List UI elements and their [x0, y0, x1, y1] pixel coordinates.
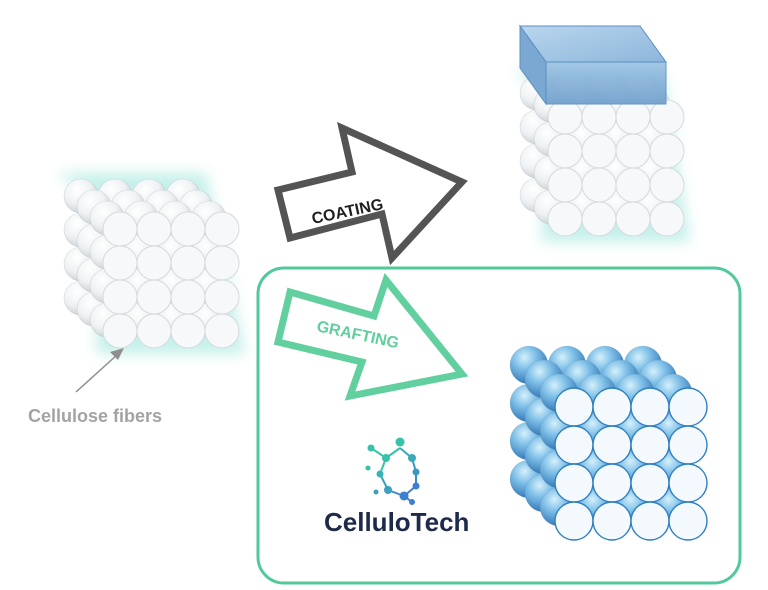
fiber-cross-section — [592, 463, 632, 503]
cellulotech-logo: CelluloTech — [324, 437, 469, 537]
fiber-cross-section — [547, 99, 583, 135]
fiber-cross-section — [170, 211, 206, 247]
fiber-cross-section — [615, 201, 651, 237]
fiber-cross-section — [204, 211, 240, 247]
coating-layer-front — [545, 61, 667, 105]
fiber-cross-section — [630, 425, 670, 465]
grafting-arrow: GRAFTING — [273, 272, 469, 401]
fiber-cross-section — [615, 133, 651, 169]
logo-text-tech: Tech — [411, 507, 470, 537]
fiber-cross-section — [136, 279, 172, 315]
fiber-cross-section — [102, 211, 138, 247]
fiber-cross-section — [615, 167, 651, 203]
fiber-cross-section — [547, 201, 583, 237]
fiber-cross-section — [649, 167, 685, 203]
fiber-cross-section — [102, 245, 138, 281]
fiber-cross-section — [592, 501, 632, 541]
fiber-cross-section — [581, 201, 617, 237]
fiber-cross-section — [204, 313, 240, 349]
grafted-fiber-block — [509, 345, 708, 541]
fibers-label: Cellulose fibers — [28, 406, 162, 426]
fiber-cross-section — [204, 245, 240, 281]
fiber-cross-section — [204, 279, 240, 315]
fiber-cross-section — [554, 463, 594, 503]
logo-text-cellulo: Cellulo — [324, 507, 411, 537]
molecule-network-icon — [365, 437, 420, 505]
fiber-cross-section — [102, 279, 138, 315]
fiber-pointer-line — [75, 353, 119, 393]
fiber-cross-section — [554, 425, 594, 465]
logo-wordmark: CelluloTech — [324, 507, 469, 537]
fiber-cross-section — [581, 99, 617, 135]
fiber-cross-section — [630, 387, 670, 427]
fiber-cross-section — [554, 501, 594, 541]
fiber-cross-section — [668, 387, 708, 427]
coating-arrow: COATING — [273, 121, 468, 266]
fiber-cross-section — [581, 133, 617, 169]
fiber-cross-section — [170, 279, 206, 315]
fiber-cross-section — [668, 425, 708, 465]
fiber-cross-section — [547, 167, 583, 203]
fiber-cross-section — [649, 133, 685, 169]
fiber-cross-section — [592, 425, 632, 465]
fiber-cross-section — [170, 313, 206, 349]
fiber-pointer-arrowhead — [110, 348, 124, 360]
fiber-cross-section — [136, 211, 172, 247]
coated-fiber-block — [514, 24, 690, 242]
fiber-cross-section — [547, 133, 583, 169]
fiber-cross-section — [102, 313, 138, 349]
fiber-cross-section — [554, 387, 594, 427]
fiber-cross-section — [649, 201, 685, 237]
fiber-cross-section — [136, 313, 172, 349]
fiber-cross-section — [630, 501, 670, 541]
fiber-cross-section — [630, 463, 670, 503]
fiber-cross-section — [615, 99, 651, 135]
grafting-frame — [256, 266, 742, 585]
fiber-cross-section — [170, 245, 206, 281]
fiber-cross-section — [649, 99, 685, 135]
cellulose-fiber-block — [58, 173, 245, 354]
fiber-cross-section — [668, 501, 708, 541]
fiber-cross-section — [668, 463, 708, 503]
fiber-cross-section — [581, 167, 617, 203]
fiber-cross-section — [136, 245, 172, 281]
fiber-cross-section — [592, 387, 632, 427]
